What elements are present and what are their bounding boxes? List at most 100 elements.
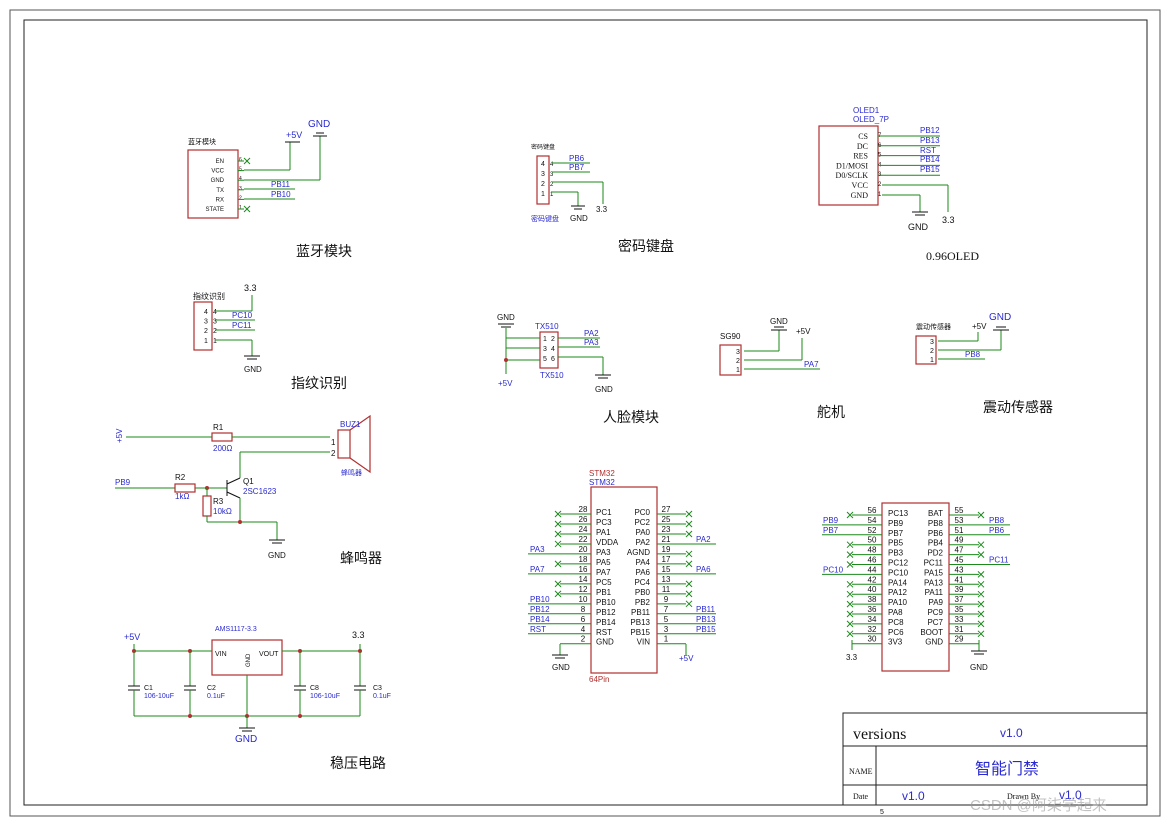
mcu-net-label: PB13 [696,615,716,624]
mcu-pin-label: PB11 [631,608,651,617]
mcu2-pin-label: PA8 [888,608,903,617]
mcu2-pin-number: 35 [955,605,964,614]
bluetooth-pin-label: TX [216,188,224,194]
oled-33-label: 3.3 [942,215,955,225]
mcu-pin-number: 16 [579,565,588,574]
servo-net-pa7: PA7 [804,360,819,369]
svg-text:3: 3 [736,349,740,356]
mcu-pin-label: PA3 [596,548,611,557]
mcu-pin-number: 5 [664,615,669,624]
mcu-pin-label: PA5 [596,558,611,567]
fingerprint-net-pc10: PC10 [232,311,253,320]
mcu-pin-label: PA1 [596,528,611,537]
bluetooth-title: 蓝牙模块 [188,137,216,146]
mcu-pin-number: 23 [662,525,671,534]
mcu2-pin-label: 3V3 [888,638,903,647]
fingerprint-pin-number: 2 [204,328,208,335]
mcu-pin-label: PC0 [634,508,650,517]
stm32-left-half: STM32 STM32 PC128PC326PA124VDDA22PA320PA… [528,469,716,684]
tb-versions-value: v1.0 [1000,726,1023,740]
svg-text:C1: C1 [144,685,153,692]
tb-date-label: Date [853,792,869,801]
svg-text:2: 2 [551,336,555,343]
mcu2-pin-number: 53 [955,516,964,525]
mcu2-pin-label: PB4 [928,539,944,548]
oled-ref: OLED1 [853,106,880,115]
servo-vcc-label: +5V [796,327,811,336]
mcu2-pin-label: PB5 [888,539,904,548]
buzzer-ref: BUZ1 [340,420,361,429]
title-block: versions v1.0 NAME 智能门禁 Date v1.0 Drawn … [842,712,1148,816]
bluetooth-pin-label: RX [216,197,224,203]
bluetooth-pin-number: 5 [239,167,242,173]
mcu2-pin-number: 52 [868,526,877,535]
oled-net-pb15: PB15 [920,165,940,174]
keypad-pin-number: 2 [541,181,545,188]
mcu2-pin-number: 30 [868,635,877,644]
mcu2-pin-label: PB6 [928,529,944,538]
mcu-pin-label: PB15 [630,628,650,637]
bluetooth-vcc-label: +5V [286,130,302,140]
buzzer-value: 蜂鸣器 [341,468,362,477]
mcu-pin-number: 9 [664,595,669,604]
mcu-pin-number: 14 [579,575,588,584]
keypad-title: 密码键盘 [531,143,555,151]
vibration-module: 震动传感器 3 2 1 +5V GND PB8 震动传感器 [915,312,1053,415]
tb-versions-label: versions [853,726,906,743]
svg-text:C2: C2 [207,685,216,692]
mcu-pin-label: PB12 [596,608,616,617]
oled-pin-label: D0/SCLK [836,171,869,180]
bluetooth-net-pb11: PB11 [271,180,291,189]
mcu-net-label: PB10 [530,595,550,604]
bluetooth-pin-number: 6 [239,157,242,163]
caption-bluetooth: 蓝牙模块 [296,243,352,259]
mcu2-pin-number: 51 [955,526,964,535]
mcu2-pin-label: PA15 [924,568,944,577]
mcu-pin-number: 13 [662,575,671,584]
svg-text:C8: C8 [310,685,319,692]
mcu-pin-number: 21 [662,535,671,544]
mcu2-pin-label: PB9 [888,519,904,528]
svg-text:106-10uF: 106-10uF [144,693,174,700]
keypad-pin-number: 3 [550,172,554,178]
mcu2-net-label: PB8 [989,516,1005,525]
buzzer-r1: R1 [213,423,224,432]
svg-text:0.1uF: 0.1uF [207,693,225,700]
mcu-pin-label: PA6 [635,568,650,577]
mcu-pin-number: 12 [579,585,588,594]
mcu-pin-label: PC1 [596,508,612,517]
bluetooth-pin-label: EN [216,159,224,165]
mcu2-gnd-label: GND [970,663,988,672]
svg-text:1: 1 [736,367,740,374]
mcu-pin-label: PB1 [596,588,612,597]
svg-text:6: 6 [551,356,555,363]
svg-text:3: 3 [543,346,547,353]
keypad-gnd-label: GND [570,214,588,223]
mcu-pin-label: PA7 [596,568,611,577]
mcu2-pin-label: PB3 [888,549,904,558]
oled-net-pb13: PB13 [920,136,940,145]
mcu-pin-number: 24 [579,525,588,534]
mcu-pin-number: 11 [662,585,671,594]
mcu2-net-label: PB7 [823,526,839,535]
mcu-net-label: RST [530,625,546,634]
mcu2-pin-number: 45 [955,556,964,565]
mcu2-pin-label: PA11 [925,588,944,597]
mcu-pin-label: PA2 [635,538,650,547]
face-gnd-label: GND [497,313,515,322]
mcu-pin-label: PB13 [630,618,650,627]
watermark: CSDN @阿柒学起来 [970,797,1107,814]
keypad-pin-number: 3 [541,171,545,178]
oled-pin-label: RES [853,152,868,161]
mcu2-pin-number: 44 [868,565,877,574]
bluetooth-pin-label: STATE [206,207,224,213]
mcu2-pin-label: PD2 [927,549,943,558]
mcu2-net-label: PC11 [989,556,1009,565]
mcu-net-label: PA6 [696,565,711,574]
oled-pin-label: GND [851,191,869,200]
mcu-net-label: PA3 [530,545,545,554]
mcu2-pin-label: PC9 [927,608,943,617]
